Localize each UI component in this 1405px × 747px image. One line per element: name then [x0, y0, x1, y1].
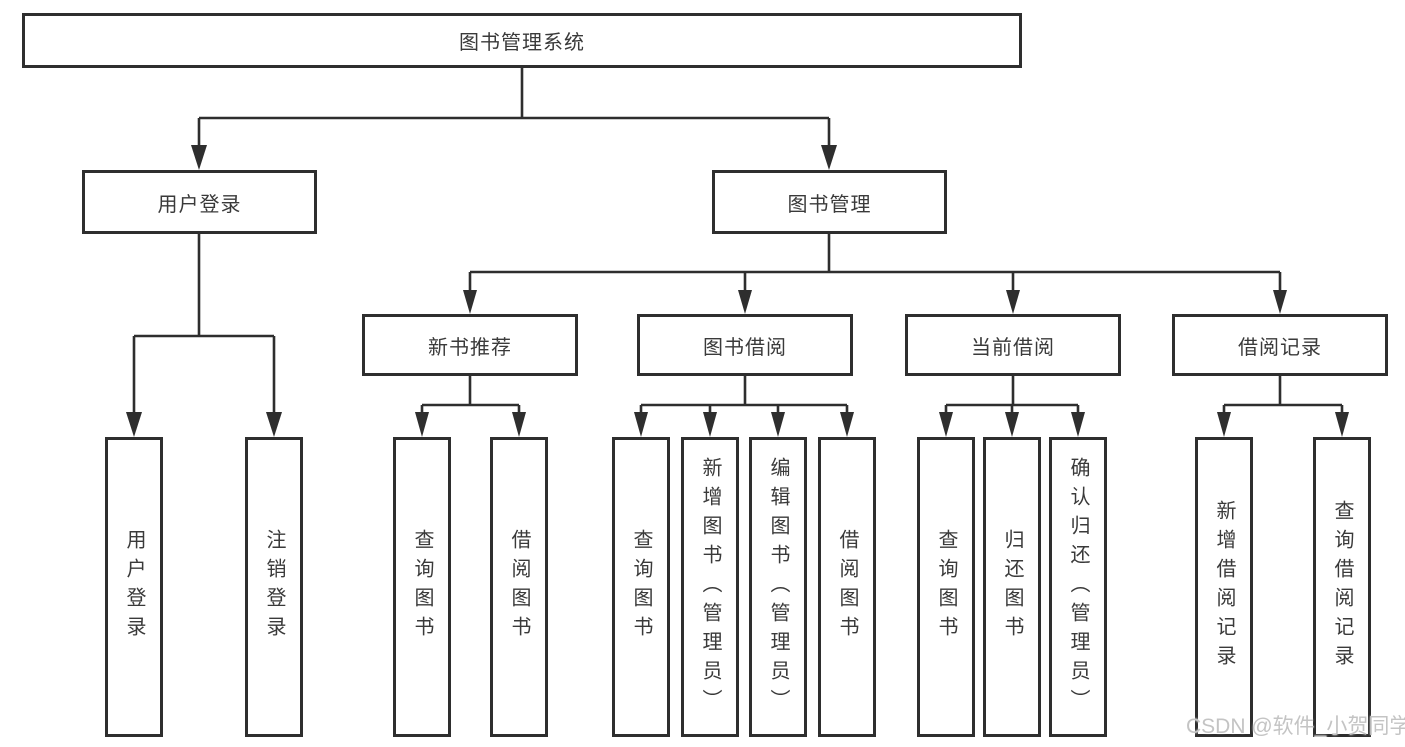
node-label: 借阅记录 [1238, 336, 1322, 359]
connector-book-borrow-to-leaves [634, 376, 854, 437]
node-user-login: 用户登录 [82, 170, 317, 234]
leaf-return-book: 归还图书 [983, 437, 1041, 737]
node-label: 新增借阅记录 [1213, 500, 1235, 674]
leaf-query-books-borrow: 查询图书 [612, 437, 670, 737]
node-label: 借阅图书 [836, 529, 858, 645]
connector-book-management-to-level3 [463, 234, 1287, 314]
leaf-query-books-recommend: 查询图书 [393, 437, 451, 737]
node-label: 图书借阅 [703, 336, 787, 359]
node-current-borrow: 当前借阅 [905, 314, 1121, 376]
leaf-edit-book-admin: 编辑图书（管理员） [749, 437, 807, 737]
leaf-query-borrow-record: 查询借阅记录 [1313, 437, 1371, 737]
node-label: 确认归还（管理员） [1067, 456, 1089, 718]
arrow-down-icon [126, 412, 142, 437]
arrow-down-icon [463, 290, 477, 314]
node-label: 借阅图书 [508, 529, 530, 645]
arrow-down-icon [512, 412, 526, 437]
arrow-down-icon [415, 412, 429, 437]
arrow-down-icon [821, 145, 837, 170]
node-book-management: 图书管理 [712, 170, 947, 234]
arrow-down-icon [1335, 412, 1349, 437]
leaf-logout: 注销登录 [245, 437, 303, 737]
connector-new-book-recommend-to-leaves [415, 376, 526, 437]
node-label: 查询图书 [630, 529, 652, 645]
node-borrow-records: 借阅记录 [1172, 314, 1388, 376]
leaf-confirm-return-admin: 确认归还（管理员） [1049, 437, 1107, 737]
node-new-book-recommend: 新书推荐 [362, 314, 578, 376]
arrow-down-icon [771, 412, 785, 437]
leaf-borrow-books-recommend: 借阅图书 [490, 437, 548, 737]
connector-borrow-records-to-leaves [1217, 376, 1349, 437]
node-label: 用户登录 [123, 529, 145, 645]
arrow-down-icon [1005, 412, 1019, 437]
connector-root-to-level2 [191, 68, 837, 170]
watermark: CSDN @软件_小贺同学 [1186, 715, 1405, 738]
arrow-down-icon [1071, 412, 1085, 437]
node-label: 查询图书 [411, 529, 433, 645]
node-label: 用户登录 [157, 193, 242, 216]
leaf-borrow-books: 借阅图书 [818, 437, 876, 737]
arrow-down-icon [939, 412, 953, 437]
node-label: 图书管理 [787, 193, 872, 216]
arrow-down-icon [1217, 412, 1231, 437]
connector-user-login-to-leaves [126, 234, 282, 437]
node-label: 查询图书 [935, 529, 957, 645]
node-label: 当前借阅 [971, 336, 1055, 359]
arrow-down-icon [634, 412, 648, 437]
node-label: 新增图书（管理员） [699, 456, 721, 718]
node-root: 图书管理系统 [22, 13, 1022, 68]
leaf-add-borrow-record: 新增借阅记录 [1195, 437, 1253, 737]
connector-current-borrow-to-leaves [939, 376, 1085, 437]
node-label: 查询借阅记录 [1331, 500, 1353, 674]
arrow-down-icon [738, 290, 752, 314]
node-label: 图书管理系统 [459, 32, 585, 54]
arrow-down-icon [191, 145, 207, 170]
arrow-down-icon [1006, 290, 1020, 314]
node-label: 新书推荐 [428, 336, 512, 359]
arrow-down-icon [840, 412, 854, 437]
leaf-query-books-current: 查询图书 [917, 437, 975, 737]
node-label: 注销登录 [263, 529, 285, 645]
node-book-borrow: 图书借阅 [637, 314, 853, 376]
arrow-down-icon [1273, 290, 1287, 314]
node-label: 归还图书 [1001, 529, 1023, 645]
leaf-user-login: 用户登录 [105, 437, 163, 737]
arrow-down-icon [266, 412, 282, 437]
arrow-down-icon [703, 412, 717, 437]
leaf-add-book-admin: 新增图书（管理员） [681, 437, 739, 737]
node-label: 编辑图书（管理员） [767, 456, 789, 718]
